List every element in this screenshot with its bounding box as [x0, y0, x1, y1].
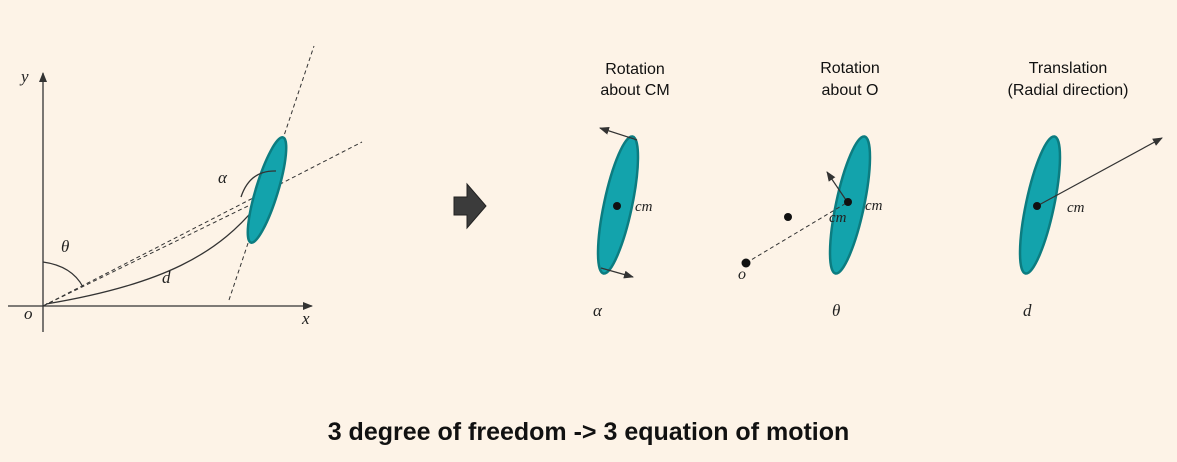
theta-label: θ: [61, 237, 69, 256]
panel-translation: Translation (Radial direction) cm d: [1008, 60, 1163, 320]
panel-2-cm-label: cm: [865, 198, 883, 214]
panel-3-cm-dot: [1033, 202, 1041, 210]
panel-1-cm-label: cm: [635, 199, 653, 215]
panel-1-title-line2: about CM: [600, 82, 669, 99]
x-axis-label: x: [301, 309, 310, 328]
panel-2-title-line2: about O: [822, 82, 879, 99]
rigid-body-ellipse: [246, 136, 288, 244]
panel-3-translation-arrow: [1036, 137, 1163, 207]
alpha-arc: [240, 170, 277, 198]
panel-3-dof-label: d: [1023, 301, 1032, 320]
panel-2-origin-label: o: [738, 266, 746, 283]
block-arrow-icon: [453, 182, 487, 230]
dashed-origin-line: [42, 205, 249, 307]
panel-rotation-about-o: Rotation about O cm cm o θ: [738, 60, 883, 320]
panel-2-cm-dot: [844, 198, 852, 206]
panel-3-title-line1: Translation: [1029, 60, 1108, 77]
panel-2-rotation-arrow: [826, 171, 847, 201]
distance-label: d: [162, 268, 171, 287]
panel-1-rotation-arrow-top: [599, 126, 638, 141]
panel-2-dof-label: θ: [832, 301, 840, 320]
panel-1-rotation-arrow-bottom: [600, 267, 634, 279]
panel-2-ghost-cm-dot: [784, 213, 792, 221]
panel-2-origin-dot: [741, 258, 751, 268]
caption: 3 degree of freedom -> 3 equation of mot…: [327, 418, 850, 446]
y-axis-label: y: [19, 67, 29, 86]
panel-1-dof-label: α: [593, 301, 603, 320]
panel-2-dashed-line: [745, 201, 849, 264]
origin-label: o: [24, 304, 33, 323]
distance-curve: [45, 198, 263, 305]
alpha-label: α: [218, 168, 228, 187]
panel-2-title-line1: Rotation: [820, 60, 880, 77]
panel-2-cm-label-ghost: cm: [829, 210, 847, 226]
panel-1-cm-dot: [613, 202, 621, 210]
dashed-radial-line: [42, 141, 363, 307]
panel-3-title-line2: (Radial direction): [1008, 82, 1129, 99]
coordinate-diagram: x y o θ d α: [8, 45, 363, 332]
panel-3-cm-label: cm: [1067, 200, 1085, 216]
panel-1-title-line1: Rotation: [605, 61, 665, 78]
theta-arc: [42, 261, 84, 288]
panel-rotation-about-cm: Rotation about CM cm α: [593, 61, 670, 320]
